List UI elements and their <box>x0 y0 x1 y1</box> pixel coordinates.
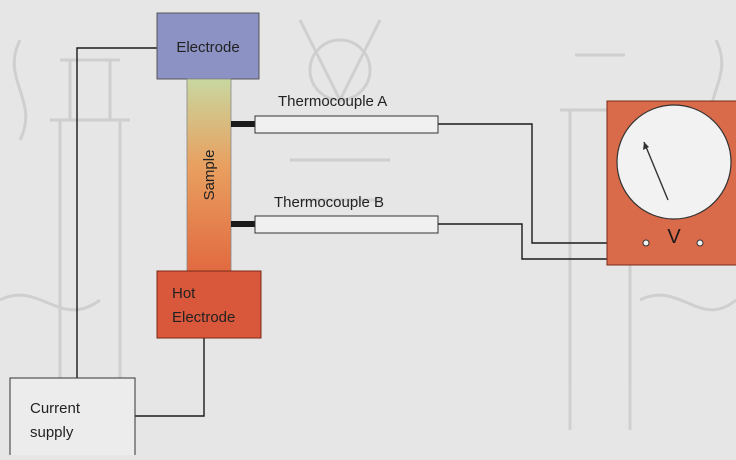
current-supply-label-line1: Current <box>30 400 81 417</box>
wire-hot-electrode-to-supply <box>135 338 205 417</box>
sample-bar <box>186 78 232 272</box>
thermocouple-a-junction <box>231 121 255 127</box>
electrode-label: Electrode <box>176 39 239 56</box>
voltmeter-terminal-right <box>696 239 704 247</box>
voltmeter-terminal-left <box>642 239 650 247</box>
electrode-block <box>156 12 260 80</box>
hot-electrode-label-line1: Hot <box>172 285 196 302</box>
wire-thermocouple-a <box>438 123 646 244</box>
thermocouple-b-probe <box>254 215 439 234</box>
voltmeter-dial <box>616 104 732 220</box>
thermocouple-b-label: Thermocouple B <box>274 194 384 211</box>
hot-electrode-block <box>156 270 262 339</box>
thermocouple-b-junction <box>231 221 255 227</box>
hot-electrode-label-line2: Electrode <box>172 309 235 326</box>
wire-electrode-to-supply <box>76 47 157 378</box>
thermocouple-a-probe <box>254 115 439 134</box>
thermocouple-a-label: Thermocouple A <box>278 93 387 110</box>
current-supply-label-line2: supply <box>30 424 74 441</box>
voltmeter-symbol: V <box>667 226 681 248</box>
needle-tip <box>643 142 649 150</box>
voltmeter-needle <box>643 141 669 201</box>
sample-label: Sample <box>201 150 218 201</box>
current-supply-box <box>9 377 136 459</box>
